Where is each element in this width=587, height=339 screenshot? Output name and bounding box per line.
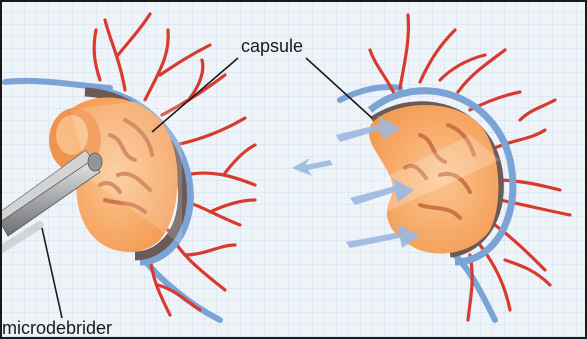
microdebrider-label: microdebrider [2, 318, 112, 338]
capsule-label: capsule [241, 36, 303, 56]
